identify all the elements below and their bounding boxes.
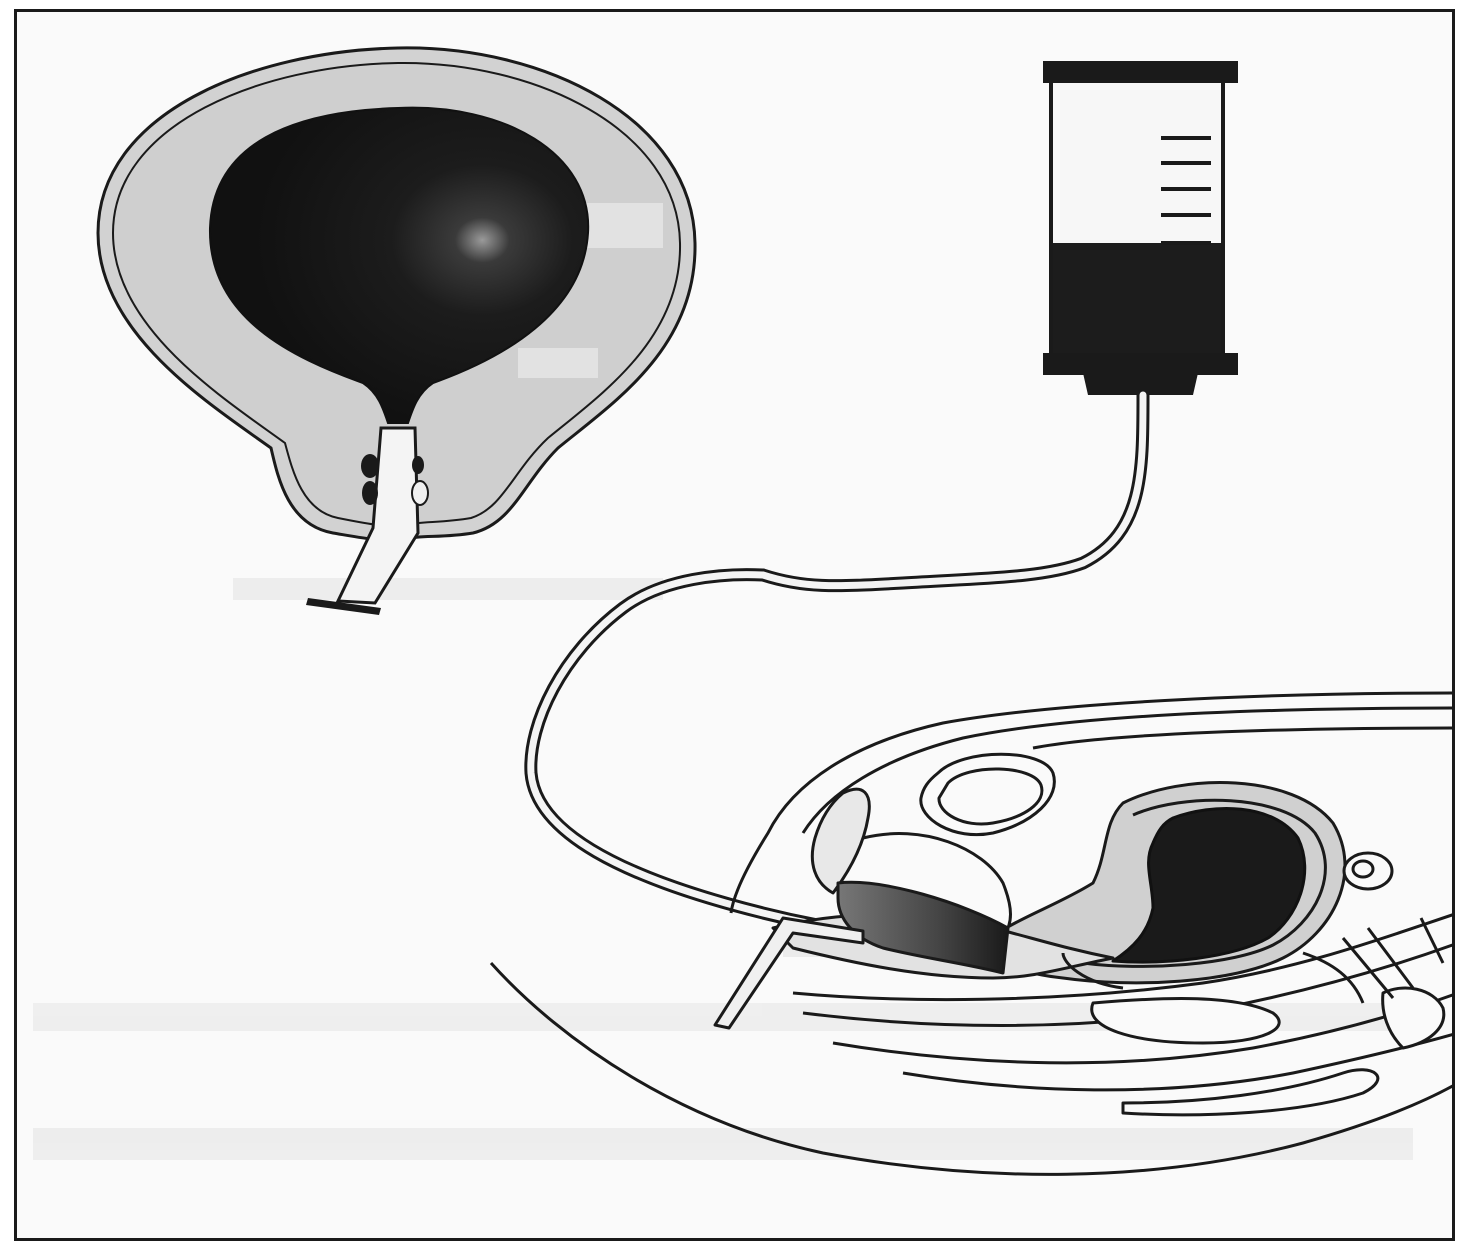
pubic-bone [812,789,869,893]
pelvis-cross-section [491,693,1455,1174]
figure-frame [14,9,1455,1241]
fluid-bag [1043,61,1238,395]
uterus-balloon-illustration [98,48,695,615]
illustration [17,12,1455,1241]
